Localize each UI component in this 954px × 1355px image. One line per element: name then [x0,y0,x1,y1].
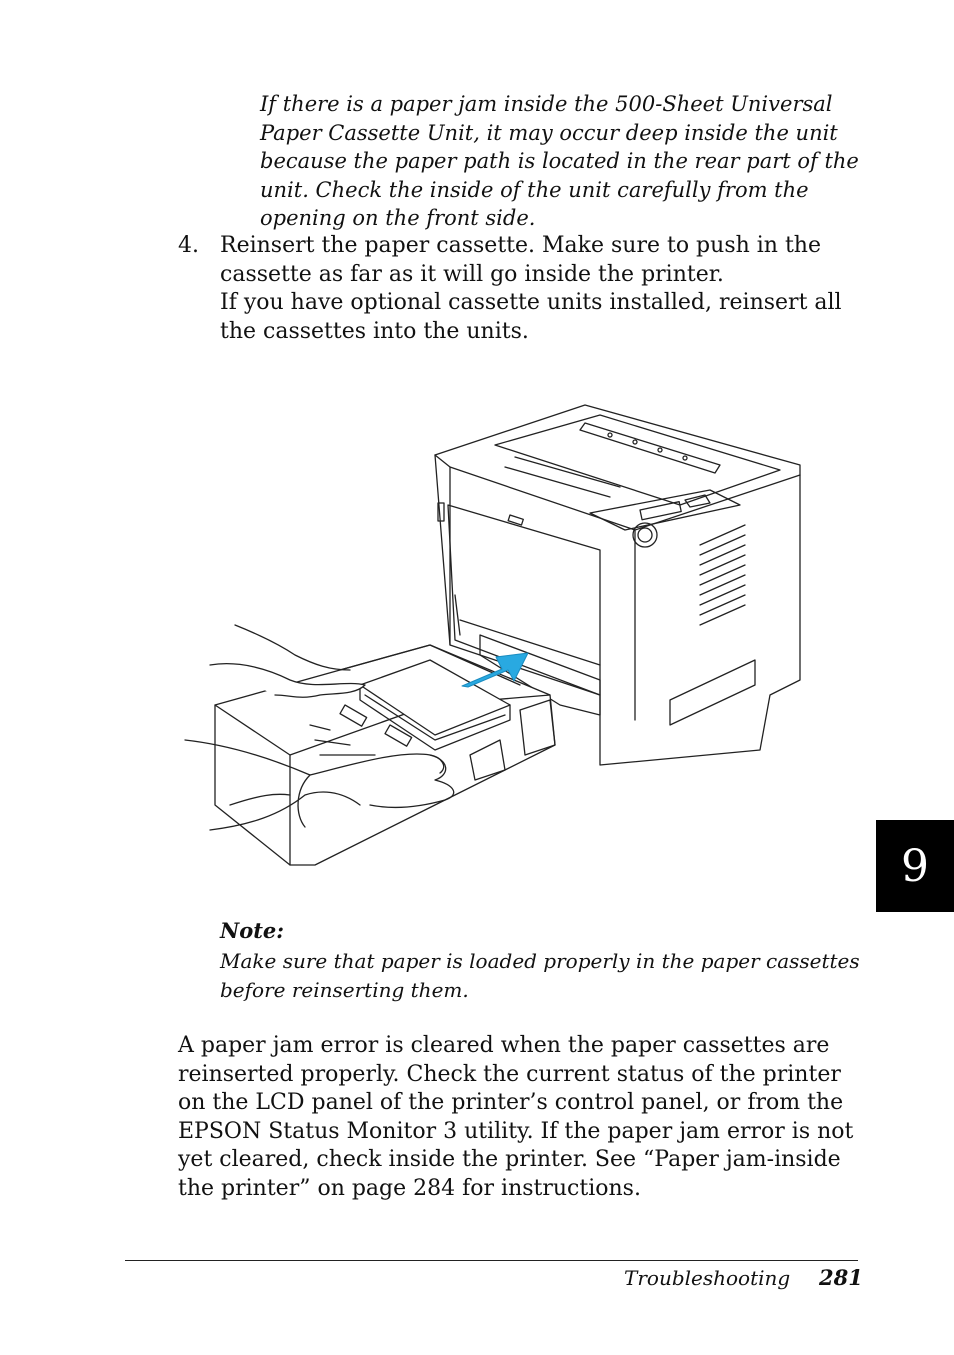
note-title: Note: [220,918,285,943]
note-body: Make sure that paper is loaded properly … [220,949,860,1002]
footer-rule [125,1260,858,1261]
step-instruction: Reinsert the paper cassette. Make sure t… [220,233,821,287]
body-paragraph: A paper jam error is cleared when the pa… [178,1033,854,1201]
step-instruction-optional: If you have optional cassette units inst… [220,290,842,344]
chapter-tab: 9 [876,820,954,912]
hands-illustration [184,624,455,831]
footer-section-title: Troubleshooting [624,1266,791,1290]
intro-note: If there is a paper jam inside the 500-S… [260,92,859,230]
step-body: Reinsert the paper cassette. Make sure t… [220,232,860,346]
page-number: 281 [819,1265,863,1290]
printer-cassette-illustration [184,404,801,866]
step-number: 4. [178,233,199,258]
printer-illustration [434,404,801,766]
insert-direction-arrow [461,652,529,688]
paper-cassette-illustration [214,644,556,866]
